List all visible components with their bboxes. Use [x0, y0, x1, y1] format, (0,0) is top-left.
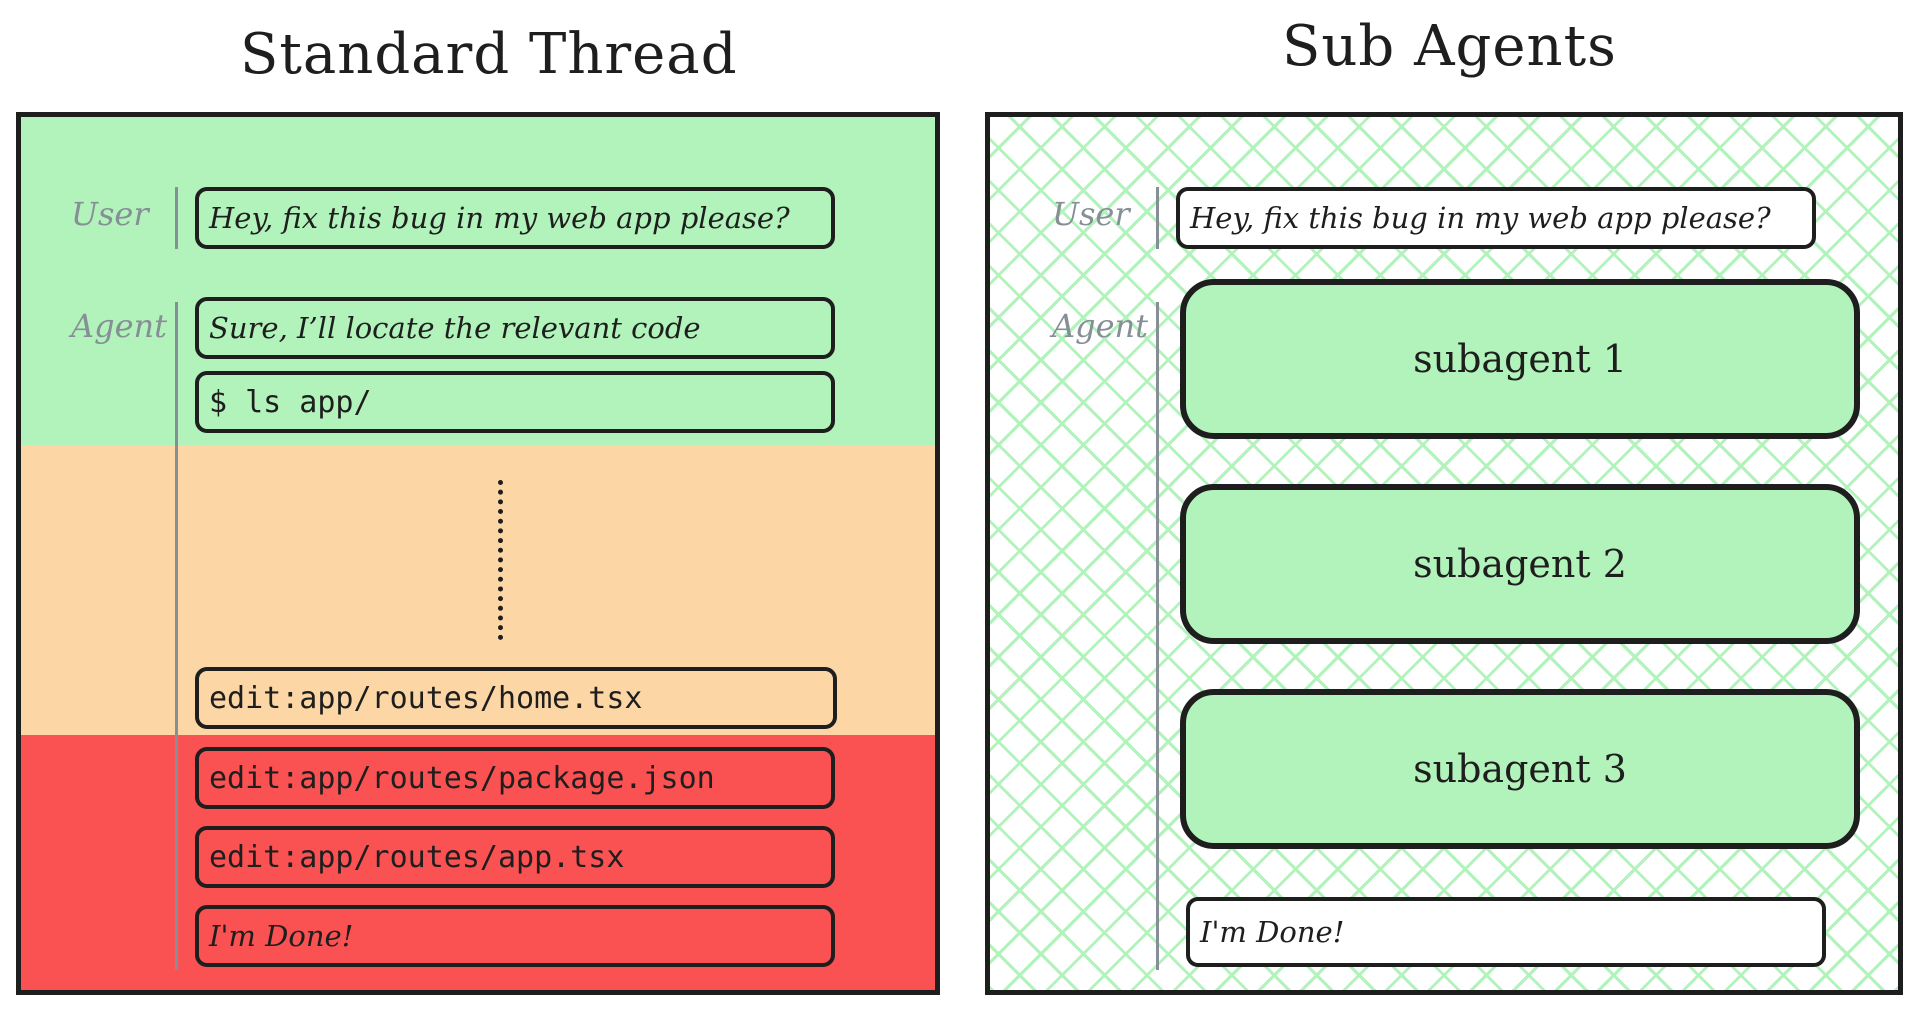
context-band-warning: [21, 445, 935, 735]
context-band-overflow: [21, 735, 935, 990]
agent-label: Agent: [1052, 307, 1148, 345]
edit-bubble-app: edit:app/routes/app.tsx: [195, 826, 835, 888]
ellipsis-dots: [498, 480, 503, 640]
done-bubble: I'm Done!: [195, 905, 835, 967]
user-message-bubble: Hey, fix this bug in my web app please?: [195, 187, 835, 249]
edit-bubble-package: edit:app/routes/package.json: [195, 747, 835, 809]
sub-agents-panel: User Agent Hey, fix this bug in my web a…: [985, 112, 1903, 995]
standard-thread-panel: User Agent Hey, fix this bug in my web a…: [16, 112, 940, 995]
user-message-bubble: Hey, fix this bug in my web app please?: [1176, 187, 1816, 249]
subagent-3-box: subagent 3: [1180, 689, 1860, 849]
subagent-2-box: subagent 2: [1180, 484, 1860, 644]
user-label: User: [71, 195, 149, 233]
user-divider-line: [175, 187, 178, 249]
agent-reply-bubble: Sure, I’ll locate the relevant code: [195, 297, 835, 359]
subagent-1-box: subagent 1: [1180, 279, 1860, 439]
agent-divider-line: [1156, 302, 1159, 970]
edit-bubble-home: edit:app/routes/home.tsx: [195, 667, 837, 729]
agent-divider-line: [175, 302, 178, 970]
context-band-ok: [21, 117, 935, 445]
user-divider-line: [1156, 187, 1159, 249]
done-bubble: I'm Done!: [1186, 897, 1826, 967]
standard-thread-title: Standard Thread: [240, 22, 738, 87]
user-label: User: [1052, 195, 1130, 233]
command-bubble: $ ls app/: [195, 371, 835, 433]
agent-label: Agent: [71, 307, 167, 345]
sub-agents-title: Sub Agents: [1282, 14, 1617, 79]
